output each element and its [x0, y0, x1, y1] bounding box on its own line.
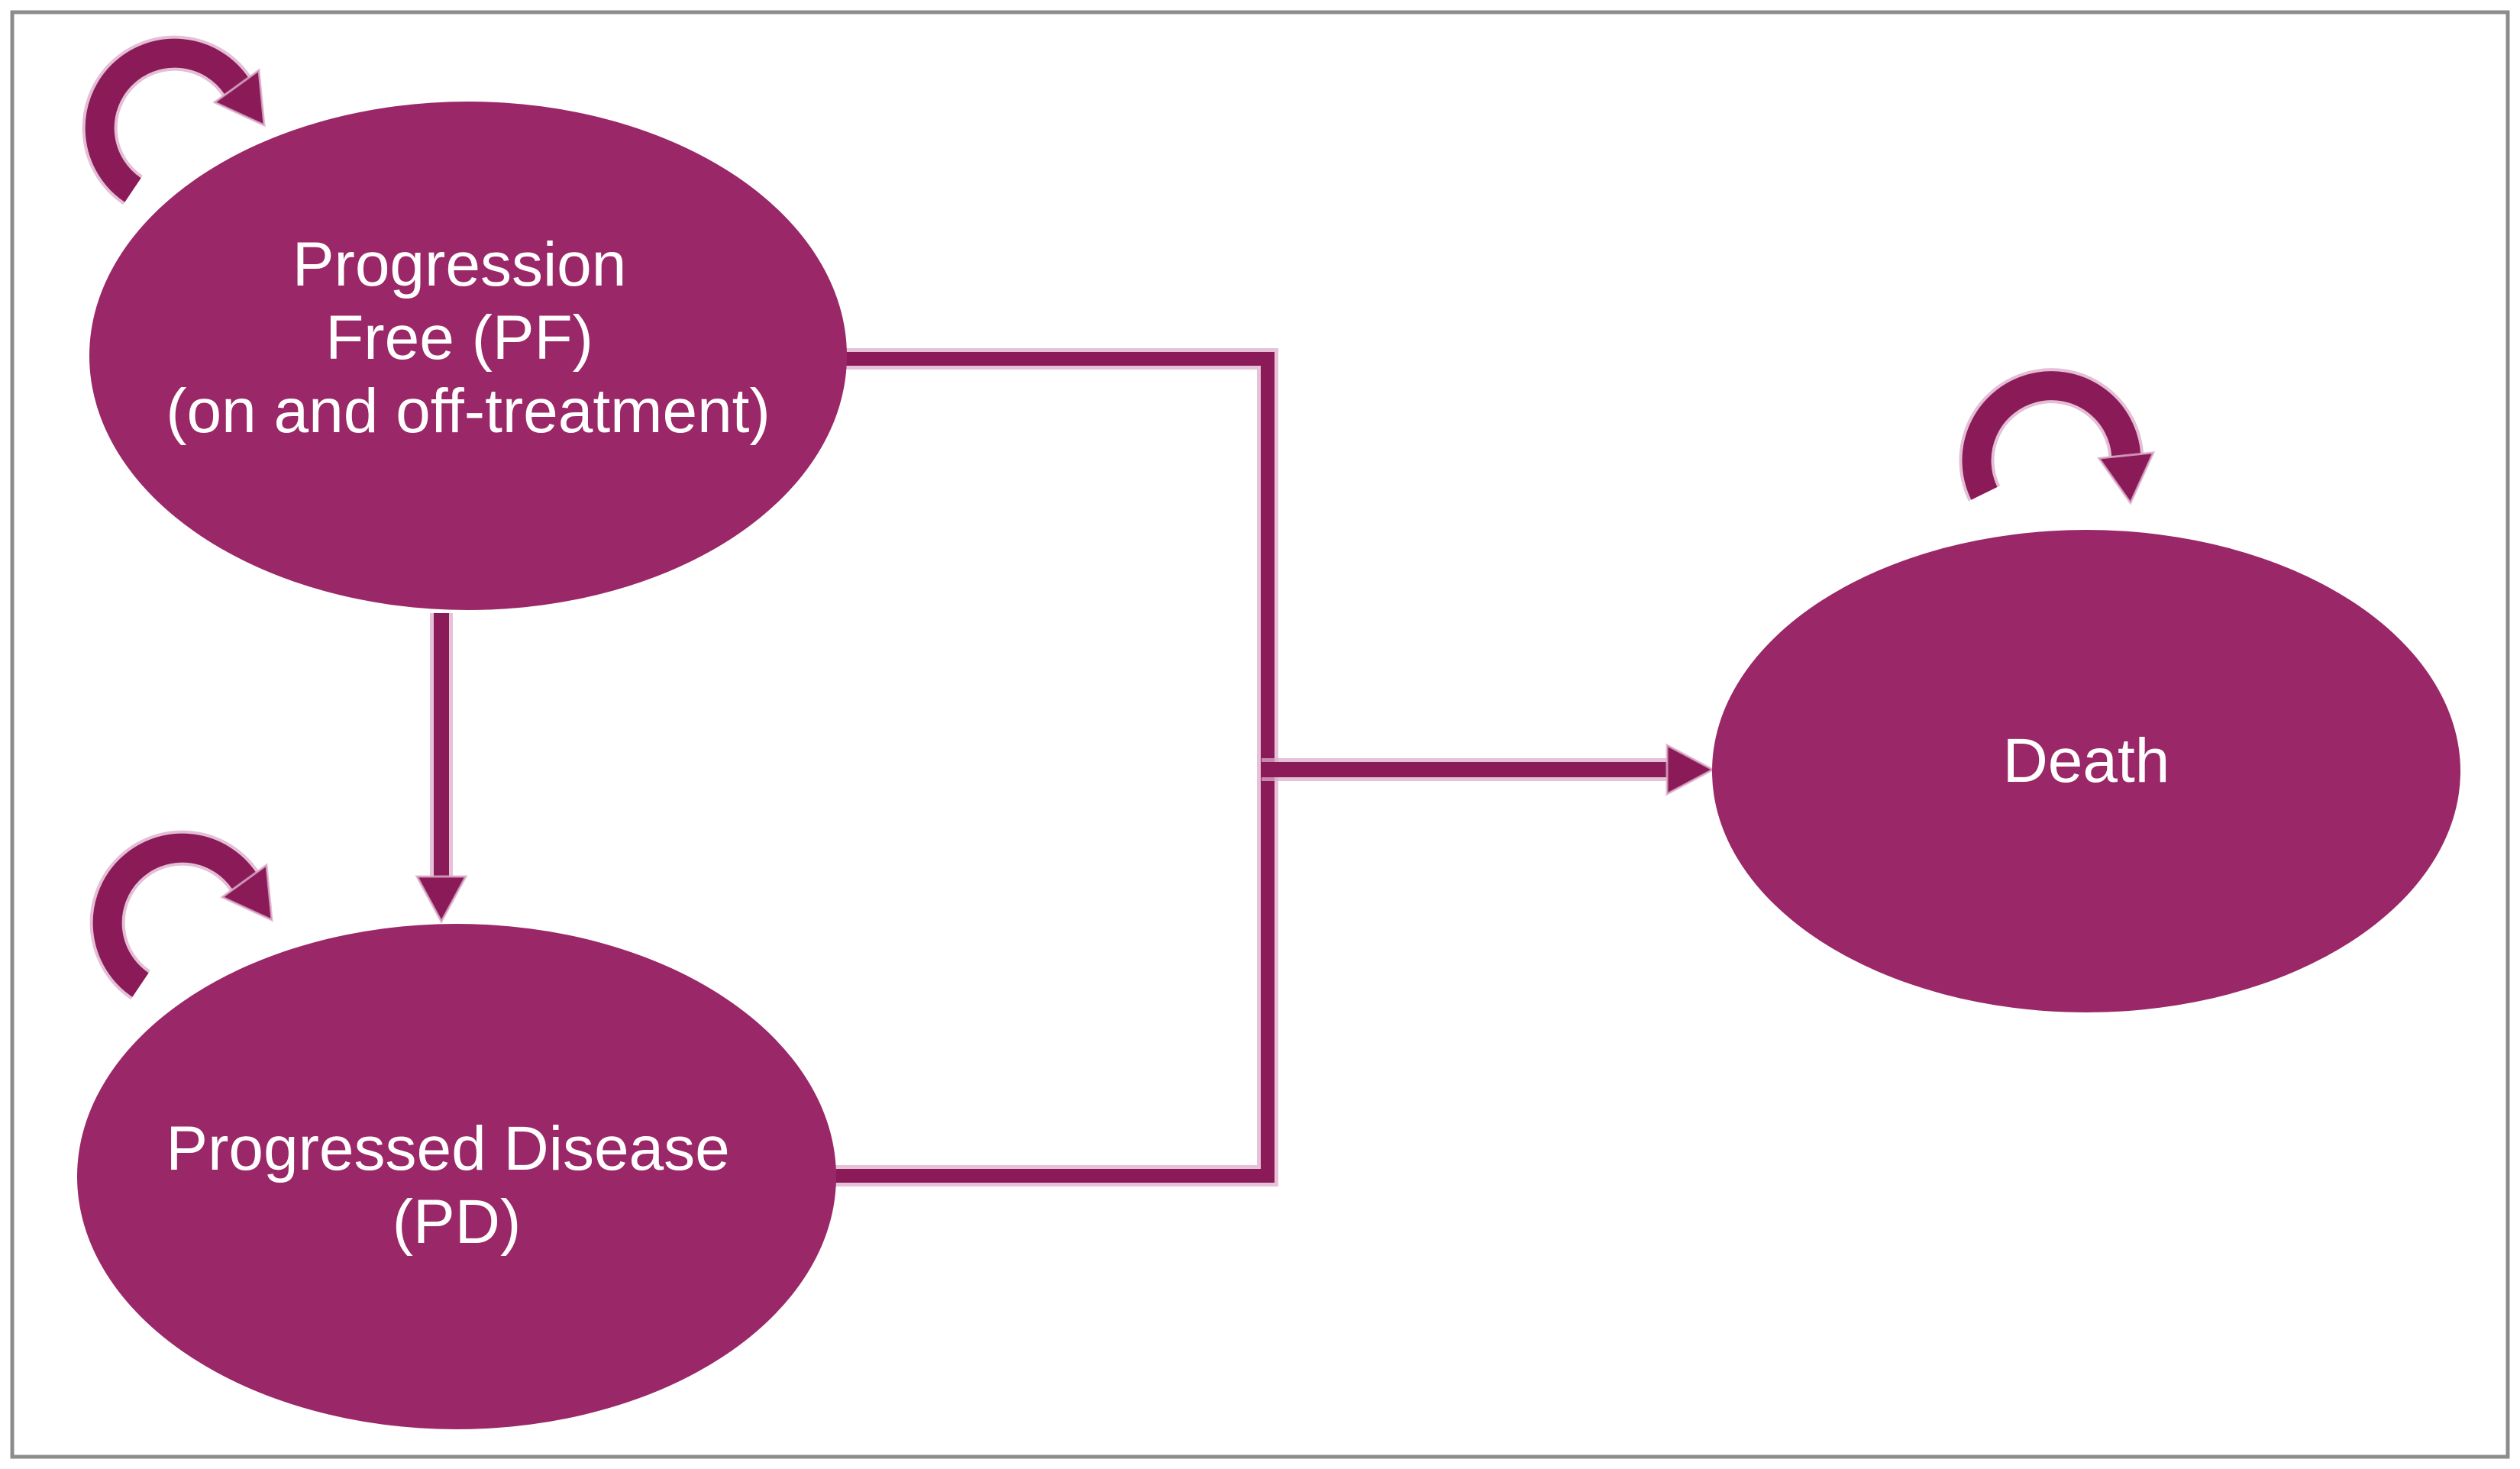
transition-to-death-arrow [1262, 743, 1716, 796]
state-pf-label-line3: (on and off-treatment) [166, 376, 771, 446]
state-pf-label-line2: Free (PF) [325, 303, 593, 373]
state-pd: Progressed Disease (PD) [77, 924, 836, 1429]
transition-pf-to-pd-arrow [415, 613, 468, 925]
self-loop-arrow-death [1959, 368, 2156, 505]
state-pd-label: Progressed Disease (PD) [166, 1114, 747, 1257]
state-pd-ellipse [77, 924, 836, 1429]
self-loop-arrow-pf [82, 35, 266, 205]
frame-border [10, 10, 2510, 1459]
elbow-connector-line [834, 352, 1275, 1183]
state-death: Death [1712, 530, 2460, 1012]
state-pf-ellipse [89, 102, 847, 610]
state-death-label: Death [2003, 726, 2170, 796]
state-pf-label-line1: Progression [292, 230, 627, 299]
state-pf-label: Progression Free (PF) (on and off-treatm… [166, 230, 771, 446]
death-arrowhead-icon [1665, 743, 1716, 796]
transition-elbow-connector [834, 348, 1278, 1186]
pd-loop-arc [92, 833, 257, 997]
state-death-ellipse [1712, 530, 2460, 1012]
death-loop-arrowhead-icon [2096, 451, 2156, 505]
state-pd-label-line2: (PD) [393, 1187, 522, 1257]
pf-loop-arrowhead-icon [212, 68, 266, 128]
state-pd-label-line1: Progressed Disease [166, 1114, 729, 1183]
pd-loop-arrowhead-icon [220, 863, 273, 922]
death-loop-arc [1962, 371, 2141, 500]
pf-pd-arrowhead-icon [415, 875, 468, 925]
pf-loop-arc [85, 38, 249, 202]
elbow-connector-halo [834, 348, 1278, 1186]
self-loop-arrow-pd [89, 830, 273, 1000]
state-pf: Progression Free (PF) (on and off-treatm… [89, 102, 847, 610]
state-death-label-line1: Death [2003, 726, 2170, 796]
